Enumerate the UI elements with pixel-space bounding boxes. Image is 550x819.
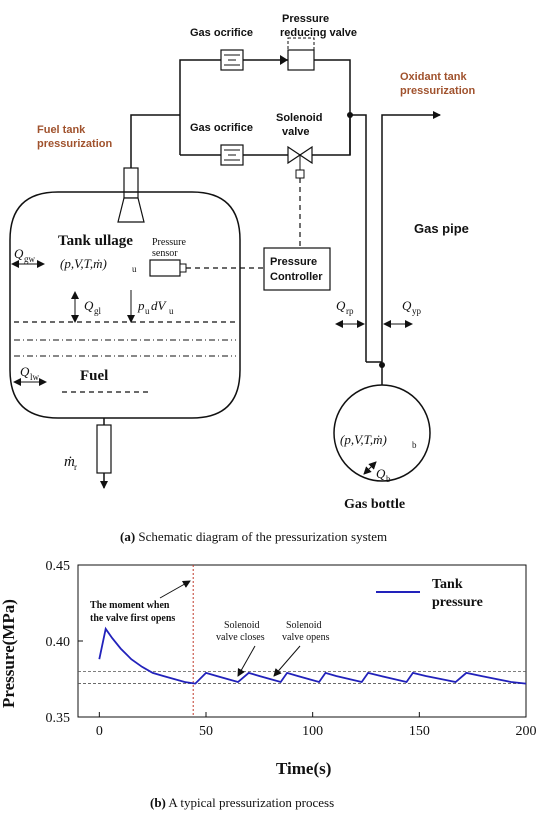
gas-orifice-bottom-label: Gas ocrifice — [190, 122, 253, 134]
legend-label-1: Tank — [432, 577, 463, 592]
gas-bottle-label: Gas bottle — [344, 497, 405, 512]
x-axis-label: Time(s) — [276, 759, 331, 778]
annotation-opens-1: Solenoid — [286, 620, 322, 631]
annotation-closes-2: valve closes — [216, 632, 265, 643]
pressure-controller — [263, 247, 331, 291]
q-b-arrow — [363, 461, 377, 475]
pressure-controller-label-1: Pressure — [270, 256, 317, 268]
caption-a-text: Schematic diagram of the pressurization … — [135, 529, 387, 544]
fuel-pressurization-pipe — [130, 114, 180, 168]
pressure-sensor — [149, 259, 187, 277]
gas-diffuser — [117, 167, 145, 223]
q-yp-sub: yp — [412, 306, 422, 316]
q-rp-sub: rp — [346, 306, 354, 316]
gas-bottle — [333, 384, 431, 482]
oxidant-pipe — [381, 111, 441, 362]
caption-b-text: A typical pressurization process — [166, 795, 334, 810]
y-tick-label: 0.40 — [46, 635, 71, 650]
x-tick-label: 0 — [96, 724, 103, 739]
annotation-opens-arrow — [273, 645, 301, 677]
q-gl: Q — [84, 298, 94, 313]
q-rp: Q — [336, 298, 346, 313]
q-gw-sub: gw — [24, 254, 36, 264]
gas-pipe-left-wall — [350, 114, 367, 362]
pressure-reducing-valve-label-1: Pressure — [282, 13, 329, 25]
bottle-state: (p,V,T,ṁ) — [340, 432, 387, 447]
dvu: dV — [151, 298, 168, 313]
x-tick-label: 150 — [409, 724, 430, 739]
tank-ullage-label: Tank ullage — [58, 233, 133, 249]
fuel-tank-label-1: Fuel tank — [37, 124, 86, 136]
m-r-sub: r — [74, 462, 77, 472]
gas-orifice-top-label: Gas ocrifice — [190, 27, 253, 39]
q-b: Q — [376, 466, 386, 481]
q-b-sub: b — [386, 474, 391, 484]
caption-b: (b) A typical pressurization process — [150, 795, 334, 810]
dvu-sub: u — [169, 306, 174, 316]
y-tick-label: 0.45 — [46, 559, 71, 574]
pressure-reducing-valve-label-2: reducing valve — [280, 27, 357, 39]
q-lw-sub: lw — [30, 372, 40, 382]
q-lw: Q — [20, 364, 30, 379]
tank-state: (p,V,T,ṁ) — [60, 256, 107, 271]
annotation-closes-arrow — [237, 645, 256, 677]
solenoid-valve-label-2: valve — [282, 126, 310, 138]
x-tick-label: 200 — [516, 724, 537, 739]
caption-b-prefix: (b) — [150, 795, 166, 810]
annotation-closes-1: Solenoid — [224, 620, 260, 631]
x-tick-label: 100 — [302, 724, 323, 739]
tank-state-sub: u — [132, 264, 137, 274]
oxidant-tank-label-2: pressurization — [400, 85, 475, 97]
gas-pipe-label: Gas pipe — [414, 221, 469, 236]
y-ticks: 0.35 0.40 0.45 — [46, 559, 83, 726]
x-tick-label: 50 — [199, 724, 213, 739]
pressure-sensor-label-2: sensor — [152, 248, 178, 259]
caption-a: (a) Schematic diagram of the pressurizat… — [120, 529, 387, 544]
legend-label-2: pressure — [432, 595, 483, 610]
pressure-controller-label-2: Controller — [270, 271, 323, 283]
oxidant-tank-label-1: Oxidant tank — [400, 71, 468, 83]
gas-orifice-bottom — [220, 144, 244, 166]
pressure-reducing-valve — [280, 37, 315, 71]
fuel-label: Fuel — [80, 368, 108, 384]
annotation-first-opens-2: the valve first opens — [90, 613, 175, 624]
gas-pipe-loop — [179, 59, 351, 156]
y-tick-label: 0.35 — [46, 711, 71, 726]
q-gl-sub: gl — [94, 306, 102, 316]
fuel-tank — [9, 191, 241, 419]
q-gw: Q — [14, 246, 24, 261]
annotation-first-opens-arrow — [159, 580, 191, 599]
pressure-sensor-label-1: Pressure — [152, 237, 186, 248]
annotation-opens-2: valve opens — [282, 632, 330, 643]
m-r: ṁ — [64, 454, 75, 470]
schematic-diagram: Gas ocrifice Pressure reducing valve Gas… — [9, 13, 475, 544]
fuel-tank-label-2: pressurization — [37, 138, 112, 150]
pu: p — [137, 298, 145, 313]
tank-pressure-line — [98, 626, 527, 685]
bottle-state-sub: b — [412, 440, 417, 450]
solenoid-valve — [287, 145, 313, 179]
y-axis-label: Pressure(MPa) — [0, 599, 18, 708]
annotation-first-opens-1: The moment when — [90, 600, 170, 611]
pu-sub: u — [145, 306, 150, 316]
gas-orifice-top — [220, 49, 244, 71]
q-yp: Q — [402, 298, 412, 313]
fuel-outlet-pipe — [96, 424, 112, 474]
caption-a-prefix: (a) — [120, 529, 135, 544]
solenoid-valve-label-1: Solenoid — [276, 112, 322, 124]
x-ticks: 0 50 100 150 200 — [96, 712, 537, 739]
